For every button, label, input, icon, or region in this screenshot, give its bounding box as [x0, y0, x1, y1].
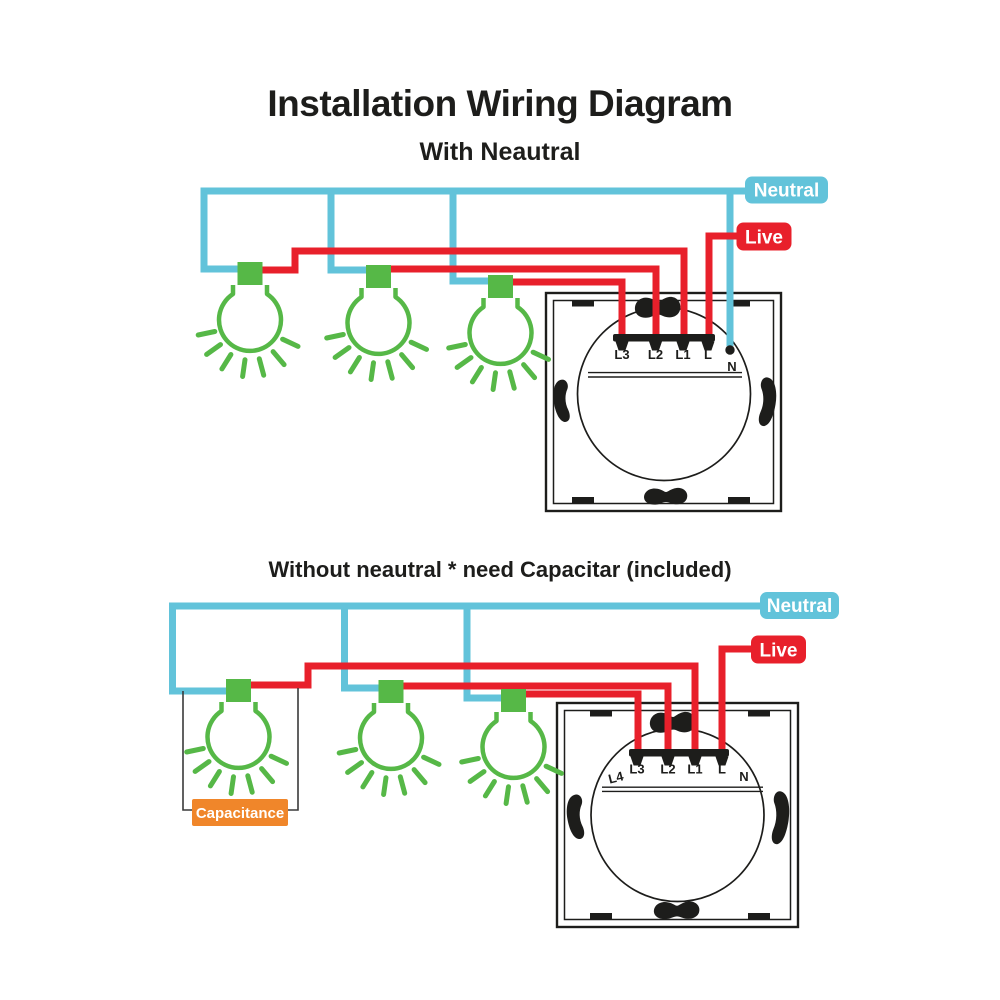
neutral-badge-background [760, 592, 839, 619]
terminal-label-l: L [718, 762, 726, 777]
lamp-2 [327, 265, 427, 380]
neutral-badge-label: Neutral [754, 181, 819, 202]
diagram-with-neutral: L3 L2 L1 L N Neu [198, 176, 828, 513]
neutral-wire-lamp2 [327, 191, 368, 274]
diagram-without-neutral: L3 L2 L1 L L4 N Capacitance [169, 592, 839, 929]
capacitor-assembly: Capacitance [182, 688, 299, 826]
live-wire-feed [718, 645, 752, 754]
live-wire-lamp3-to-l3 [512, 278, 626, 339]
mount-tab [590, 913, 612, 920]
live-wire-lamp1-to-l1 [250, 662, 699, 754]
switch-round-body [576, 306, 752, 482]
capacitance-label: Capacitance [196, 805, 284, 822]
capacitance-box [192, 799, 288, 826]
neutral-wire-lamp2 [341, 606, 380, 692]
terminal-label-l4: L4 [607, 768, 626, 786]
terminal-bar [629, 749, 729, 757]
live-wire-lamp1-to-l1 [261, 247, 688, 339]
live-wire-feed [705, 232, 739, 339]
mount-tab [748, 913, 770, 920]
terminal-label-l1: L1 [687, 762, 702, 777]
neutral-wire-lamp3 [449, 191, 490, 285]
capacitor-wire-right [287, 688, 299, 811]
lamp-1 [198, 262, 298, 377]
neutral-wire-lamp3 [463, 606, 503, 702]
live-wire-lamp2-to-l2 [389, 265, 660, 339]
page-title: Installation Wiring Diagram [267, 83, 732, 124]
mount-tab [728, 300, 750, 307]
mount-tab [590, 710, 612, 717]
terminal-block [613, 334, 735, 355]
subtitle-with-neutral: With Neautral [420, 138, 581, 166]
subtitle-without-neutral: Without neautral * need Capacitar (inclu… [268, 557, 731, 582]
live-badge: Live [751, 635, 806, 664]
divider-lines [588, 371, 742, 378]
terminal-label-l3: L3 [614, 347, 629, 362]
live-wire-lamp3-to-l3 [525, 690, 642, 754]
live-badge-background [736, 222, 792, 251]
touch-switch-back-without-neutral: L3 L2 L1 L L4 N [555, 701, 800, 929]
live-badge-label: Live [759, 641, 797, 662]
live-wire-lamp2-to-l2 [402, 682, 672, 754]
n-terminal-dot [725, 345, 735, 355]
lamp-3 [449, 275, 549, 390]
live-badge-label: Live [745, 228, 783, 249]
terminal-label-n: N [727, 359, 736, 374]
mount-tab [572, 300, 594, 307]
neutral-badge: Neutral [760, 592, 839, 619]
terminal-label-l1: L1 [675, 347, 690, 362]
mount-tab [748, 710, 770, 717]
neutral-badge-background [745, 176, 828, 204]
neutral-badge: Neutral [745, 176, 828, 204]
mount-tab [728, 497, 750, 504]
terminal-label-l3: L3 [629, 762, 644, 777]
switch-inner-frame [563, 709, 792, 921]
terminal-label-n: N [739, 769, 748, 784]
mount-tab [572, 497, 594, 504]
live-badge-background [751, 635, 806, 664]
live-badge: Live [736, 222, 792, 251]
terminal-label-l2: L2 [648, 347, 663, 362]
terminal-label-l: L [704, 347, 712, 362]
terminal-label-l2: L2 [660, 762, 675, 777]
lamp-2 [339, 680, 439, 795]
terminal-bar [613, 334, 715, 342]
capacitor-wire-left [182, 691, 193, 811]
lamp-1 [187, 679, 287, 794]
neutral-badge-label: Neutral [767, 596, 832, 617]
touch-switch-back-with-neutral: L3 L2 L1 L N [544, 291, 783, 513]
divider-lines [602, 786, 763, 793]
neutral-wire-bus [200, 187, 745, 273]
terminal-block [629, 749, 729, 766]
lamp-3 [462, 689, 562, 804]
